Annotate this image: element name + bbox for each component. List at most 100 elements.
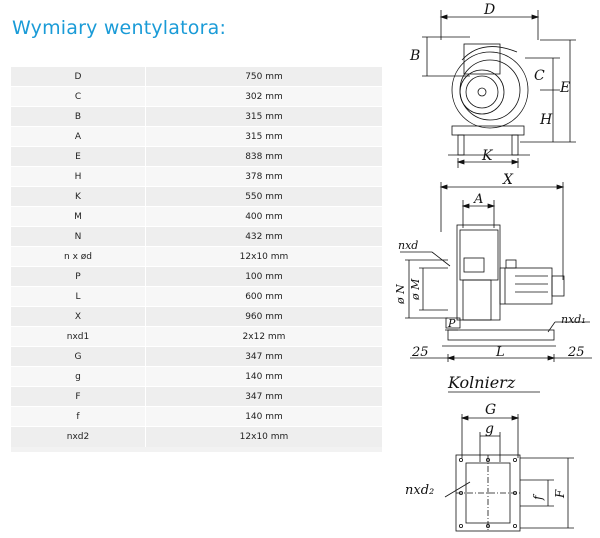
row-divider: [11, 386, 382, 387]
dimension-name: H: [11, 167, 146, 187]
front-view-drawing: [422, 10, 576, 168]
row-divider: [11, 106, 382, 107]
label-G: G: [485, 402, 496, 418]
label-F: F: [553, 489, 567, 499]
dimension-name: F: [11, 387, 146, 407]
row-divider: [11, 66, 382, 67]
label-nxd1: nxd₁: [561, 313, 586, 326]
dimension-name: N: [11, 227, 146, 247]
row-divider: [11, 226, 382, 227]
row-divider: [11, 266, 382, 267]
dimension-value: 140 mm: [245, 412, 283, 422]
table-row: f 140 mm: [11, 407, 382, 427]
side-view-drawing: [400, 182, 592, 362]
dimension-name: K: [11, 187, 146, 207]
row-divider: [11, 206, 382, 207]
table-row: E 838 mm: [11, 147, 382, 167]
row-divider: [11, 306, 382, 307]
row-divider: [11, 326, 382, 327]
table-row: P 100 mm: [11, 267, 382, 287]
row-divider: [11, 406, 382, 407]
dimension-value: 400 mm: [245, 212, 283, 222]
dimension-name: C: [11, 87, 146, 107]
table-row: B 315 mm: [11, 107, 382, 127]
label-X: X: [502, 172, 514, 188]
table-row: G 347 mm: [11, 347, 382, 367]
dimension-value: 315 mm: [245, 132, 283, 142]
row-divider: [11, 86, 382, 87]
dimension-name: E: [11, 147, 146, 167]
dimension-value: 750 mm: [245, 72, 283, 82]
dimension-value: 302 mm: [245, 92, 283, 102]
label-25-left: 25: [411, 345, 429, 360]
label-E: E: [559, 80, 570, 96]
dimension-name: M: [11, 207, 146, 227]
label-A: A: [473, 192, 483, 207]
dimension-value: 100 mm: [245, 272, 283, 282]
dimension-value: 140 mm: [245, 372, 283, 382]
table-row: nxd1 2x12 mm: [11, 327, 382, 347]
row-divider: [11, 166, 382, 167]
table-row: D 750 mm: [11, 67, 382, 87]
row-divider: [11, 426, 382, 427]
label-D: D: [483, 2, 495, 18]
label-g: g: [485, 421, 494, 437]
dimension-value: 838 mm: [245, 152, 283, 162]
table-row: L 600 mm: [11, 287, 382, 307]
table-row: g 140 mm: [11, 367, 382, 387]
label-L: L: [495, 345, 505, 360]
table-row: C 302 mm: [11, 87, 382, 107]
dimension-value: 315 mm: [245, 112, 283, 122]
dimension-name: n x ød: [11, 247, 146, 267]
table-row: M 400 mm: [11, 207, 382, 227]
table-row: N 432 mm: [11, 227, 382, 247]
label-N: ø N: [394, 284, 407, 305]
dimension-value: 2x12 mm: [242, 332, 286, 342]
label-H: H: [539, 112, 553, 128]
label-M: ø M: [409, 278, 422, 301]
row-divider: [11, 346, 382, 347]
table-row: nxd2 12x10 mm: [11, 427, 382, 447]
dimension-name: f: [11, 407, 146, 427]
dimension-value: 432 mm: [245, 232, 283, 242]
label-K: K: [481, 148, 494, 164]
label-f: f: [531, 493, 545, 501]
dimension-name: g: [11, 367, 146, 387]
flange-title: Kolnierz: [447, 373, 516, 392]
row-divider: [11, 286, 382, 287]
dimension-name: D: [11, 67, 146, 87]
row-divider: [11, 366, 382, 367]
label-25-right: 25: [567, 345, 585, 360]
dimension-name: nxd1: [11, 327, 146, 347]
label-nxd2: nxd₂: [405, 483, 434, 498]
table-row: n x ød 12x10 mm: [11, 247, 382, 267]
dimension-name: G: [11, 347, 146, 367]
row-divider: [11, 186, 382, 187]
row-divider: [11, 126, 382, 127]
dimension-name: L: [11, 287, 146, 307]
dimension-value: 550 mm: [245, 192, 283, 202]
dimension-value: 12x10 mm: [239, 432, 289, 442]
label-P: P: [447, 317, 456, 330]
dimension-name: X: [11, 307, 146, 327]
dimension-value: 347 mm: [245, 352, 283, 362]
table-row: K 550 mm: [11, 187, 382, 207]
dimension-name: B: [11, 107, 146, 127]
dimension-value: 960 mm: [245, 312, 283, 322]
row-divider: [11, 246, 382, 247]
flange-drawing: [444, 414, 574, 532]
dimension-name: nxd2: [11, 427, 146, 447]
row-divider: [11, 146, 382, 147]
table-row: X 960 mm: [11, 307, 382, 327]
dimension-value: 12x10 mm: [239, 252, 289, 262]
dimension-name: P: [11, 267, 146, 287]
dimension-name: A: [11, 127, 146, 147]
table-row: A 315 mm: [11, 127, 382, 147]
dimension-value: 600 mm: [245, 292, 283, 302]
page-title: Wymiary wentylatora:: [12, 17, 227, 39]
label-B: B: [409, 48, 420, 64]
